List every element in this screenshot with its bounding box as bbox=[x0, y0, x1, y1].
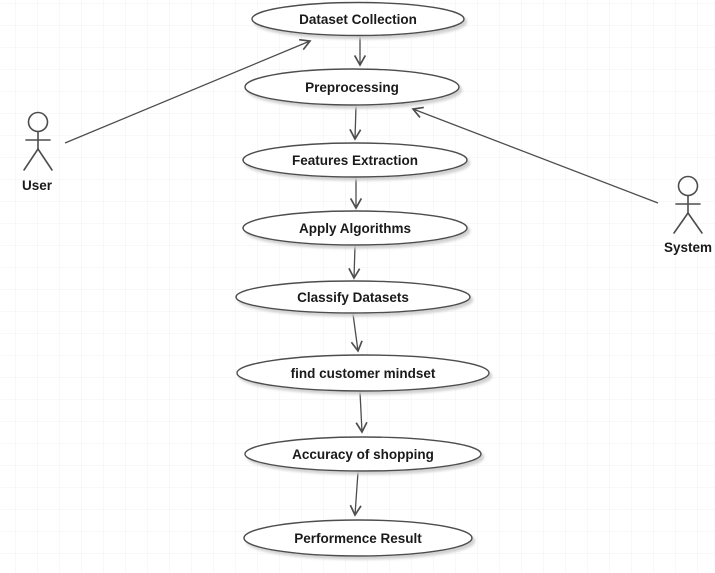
usecase-label: Apply Algorithms bbox=[299, 221, 411, 236]
actor-system[interactable]: System bbox=[664, 175, 712, 256]
usecase-ellipse[interactable] bbox=[236, 354, 490, 392]
usecase-ellipse[interactable] bbox=[235, 280, 471, 314]
usecase-classify-datasets[interactable]: Classify Datasets bbox=[235, 280, 471, 314]
usecase-apply-algorithms[interactable]: Apply Algorithms bbox=[242, 210, 468, 246]
usecase-dataset-collection[interactable]: Dataset Collection bbox=[251, 1, 465, 37]
usecase-label: Performence Result bbox=[294, 531, 422, 546]
connector-system-to-preprocessing bbox=[411, 106, 659, 204]
connector-classify-datasets-to-find-customer-mindset bbox=[350, 313, 363, 353]
usecase-ellipse[interactable] bbox=[242, 210, 468, 246]
usecase-features-extraction[interactable]: Features Extraction bbox=[242, 142, 468, 178]
usecase-label: Accuracy of shopping bbox=[292, 447, 434, 462]
actor-user[interactable]: User bbox=[22, 111, 53, 194]
usecase-label: Features Extraction bbox=[292, 153, 418, 168]
usecase-find-customer-mindset[interactable]: find customer mindset bbox=[236, 354, 490, 392]
usecase-accuracy-of-shopping[interactable]: Accuracy of shopping bbox=[244, 436, 482, 472]
actor-leg-right bbox=[687, 212, 703, 234]
usecase-ellipse[interactable] bbox=[251, 1, 465, 37]
usecase-performence-result[interactable]: Performence Result bbox=[243, 519, 473, 557]
usecase-ellipse[interactable] bbox=[242, 142, 468, 178]
connector-find-customer-mindset-to-accuracy-of-shopping bbox=[355, 391, 368, 434]
usecase-label: Dataset Collection bbox=[299, 12, 417, 27]
connector-user-to-dataset-collection bbox=[64, 38, 312, 144]
actor-leg-left bbox=[673, 212, 689, 234]
usecase-label: find customer mindset bbox=[291, 366, 436, 381]
usecase-preprocessing[interactable]: Preprocessing bbox=[244, 68, 460, 106]
usecase-ellipse[interactable] bbox=[244, 68, 460, 106]
actor-system-label: System bbox=[664, 240, 712, 255]
connector-apply-algorithms-to-classify-datasets bbox=[348, 245, 361, 280]
actor-user-label: User bbox=[22, 178, 53, 193]
connector-preprocessing-to-features-extraction bbox=[349, 105, 362, 141]
actor-leg-right bbox=[37, 148, 53, 171]
usecase-ellipse[interactable] bbox=[243, 519, 473, 557]
connector-accuracy-of-shopping-to-performence-result bbox=[349, 471, 362, 517]
usecase-label: Classify Datasets bbox=[297, 290, 409, 305]
actor-leg-left bbox=[23, 148, 39, 171]
usecase-ellipse[interactable] bbox=[244, 436, 482, 472]
usecase-label: Preprocessing bbox=[305, 80, 399, 95]
